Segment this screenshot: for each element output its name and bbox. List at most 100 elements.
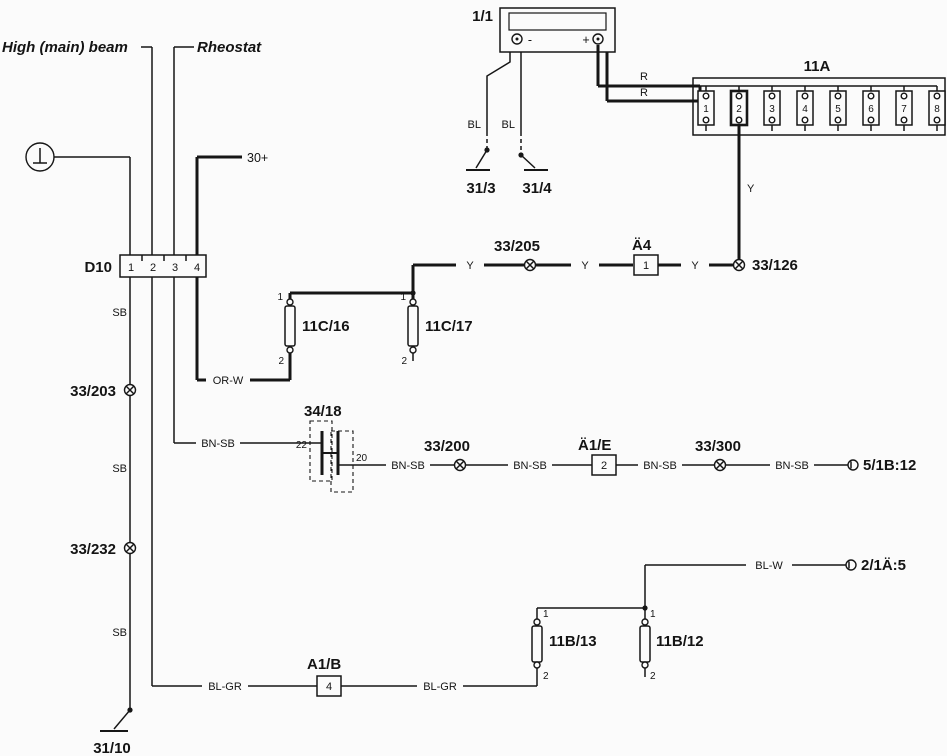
d10-pin-4: 4 xyxy=(194,262,200,274)
wire-label-bl-2: BL xyxy=(502,119,515,131)
ground-31-3: 31/3 xyxy=(466,147,496,197)
terminal-plus-label: + xyxy=(582,33,589,47)
pin-label: 2 xyxy=(650,671,656,682)
fuse-5-number: 5 xyxy=(835,104,841,115)
component-11C-16-label: 11C/16 xyxy=(302,318,350,335)
d10-pin-1: 1 xyxy=(128,262,134,274)
fuse-2 xyxy=(729,89,749,127)
wire-label-y2: Y xyxy=(581,260,589,272)
splice-33-200-label: 33/200 xyxy=(424,438,470,455)
label-rheostat: Rheostat xyxy=(197,39,262,56)
connector-34-18-label: 34/18 xyxy=(304,403,342,420)
connector-A1E: 2 Ä1/E xyxy=(578,437,617,476)
component-11B-13: 1 2 11B/13 xyxy=(531,609,597,682)
splice-33-232-label: 33/232 xyxy=(70,541,116,558)
component-11C-17-label: 11C/17 xyxy=(425,318,473,335)
connector-2-1A-5-label: 2/1Ä:5 xyxy=(861,557,906,574)
wire-color-labels: OR-W Y Y Y BN-SB BN-SB BN-SB BN-SB BN-SB… xyxy=(196,258,814,693)
fuse-1 xyxy=(697,90,715,126)
connector-34-18: 22 20 34/18 xyxy=(296,403,368,493)
ground-31-10: 31/10 xyxy=(93,707,133,756)
splice-33-300: 33/300 xyxy=(695,438,741,472)
splice-33-232: 33/232 xyxy=(70,541,137,558)
connector-A4-pin: 1 xyxy=(643,260,649,272)
wire-label-bn-sb-1: BN-SB xyxy=(201,438,235,450)
connector-5-1B-12-label: 5/1B:12 xyxy=(863,457,916,474)
pin-label: 2 xyxy=(543,671,549,682)
component-11C-17: 1 2 11C/17 xyxy=(400,292,472,367)
fuse-8-number: 8 xyxy=(934,104,940,115)
wire-label-sb-3: SB xyxy=(112,627,127,639)
ground-31-4-label: 31/4 xyxy=(522,180,552,197)
wire-label-r2: R xyxy=(640,87,648,99)
fuse-4 xyxy=(796,90,814,126)
instrument-icon xyxy=(25,142,55,172)
wire-label-bl-gr-1: BL-GR xyxy=(208,681,242,693)
fuse-8 xyxy=(928,90,946,126)
component-1-1-label: 1/1 xyxy=(472,8,493,25)
component-11C-16: 1 2 11C/16 xyxy=(277,292,349,367)
connector-D10-label: D10 xyxy=(84,259,112,276)
label-high-beam: High (main) beam xyxy=(2,39,128,56)
component-11B-12: 1 2 11B/12 xyxy=(639,609,704,682)
wire-label-bl-gr-2: BL-GR xyxy=(423,681,457,693)
wire-bl-hidden xyxy=(486,132,522,155)
fuse-7 xyxy=(895,90,913,126)
connector-A1E-pin: 2 xyxy=(601,460,607,472)
wire-label-or-w: OR-W xyxy=(213,375,244,387)
ground-31-4: 31/4 xyxy=(518,152,552,197)
fuse-6 xyxy=(862,90,880,126)
fuse-5 xyxy=(829,90,847,126)
connector-5-1B-12: 5/1B:12 xyxy=(847,457,916,474)
wire-bl-1 xyxy=(486,52,511,132)
wire-label-sb-1: SB xyxy=(112,307,127,319)
connector-A1E-label: Ä1/E xyxy=(578,437,611,454)
connector-A1B: 4 A1/B xyxy=(307,656,342,697)
splice-33-203: 33/203 xyxy=(70,383,137,400)
component-1-1: - + 1/1 xyxy=(472,7,616,53)
connector-A4-label: Ä4 xyxy=(632,237,652,254)
wire-label-sb-2: SB xyxy=(112,463,127,475)
wire-label-bn-sb-3: BN-SB xyxy=(513,460,547,472)
fuse-1-number: 1 xyxy=(703,104,709,115)
fusebox-bus xyxy=(700,85,938,131)
wire-label-r1: R xyxy=(640,71,648,83)
splice-33-126-label: 33/126 xyxy=(752,257,798,274)
splice-33-126: 33/126 xyxy=(732,257,798,274)
fusebox-label: 11A xyxy=(804,58,831,75)
d10-pin-3: 3 xyxy=(172,262,178,274)
wire-label-bn-sb-5: BN-SB xyxy=(775,460,809,472)
pin-22-label: 22 xyxy=(296,440,308,451)
wire-label-bn-sb-4: BN-SB xyxy=(643,460,677,472)
fuse-6-number: 6 xyxy=(868,104,874,115)
wire-label-y1: Y xyxy=(466,260,474,272)
ground-31-10-label: 31/10 xyxy=(93,740,131,756)
fuse-7-number: 7 xyxy=(901,104,907,115)
pin-label: 2 xyxy=(278,356,284,367)
pin-label: 1 xyxy=(277,292,283,303)
wire-label-y3: Y xyxy=(691,260,699,272)
connector-A4: 1 Ä4 xyxy=(632,237,659,276)
pin-label: 1 xyxy=(650,609,656,620)
fuse-2-number: 2 xyxy=(736,104,742,115)
pin-label: 2 xyxy=(401,356,407,367)
component-11B-13-label: 11B/13 xyxy=(549,633,597,650)
fuse-4-number: 4 xyxy=(802,104,808,115)
connector-A1B-label: A1/B xyxy=(307,656,341,673)
splice-33-200: 33/200 xyxy=(424,438,470,472)
junction-dots xyxy=(410,290,648,611)
component-1-1-inner xyxy=(508,12,607,31)
fuse-3-number: 3 xyxy=(769,104,775,115)
fuse-pins xyxy=(702,92,941,124)
d10-pin-2: 2 xyxy=(150,262,156,274)
connector-A1B-pin: 4 xyxy=(326,681,332,693)
wire-label-bl-1: BL xyxy=(468,119,481,131)
wire-label-y-fuse: Y xyxy=(747,183,755,195)
ground-31-3-label: 31/3 xyxy=(466,180,495,197)
pin-label: 1 xyxy=(400,292,406,303)
wire-label-bl-w: BL-W xyxy=(755,560,783,572)
pin-label: 1 xyxy=(543,609,549,620)
wire-label-bn-sb-2: BN-SB xyxy=(391,460,425,472)
